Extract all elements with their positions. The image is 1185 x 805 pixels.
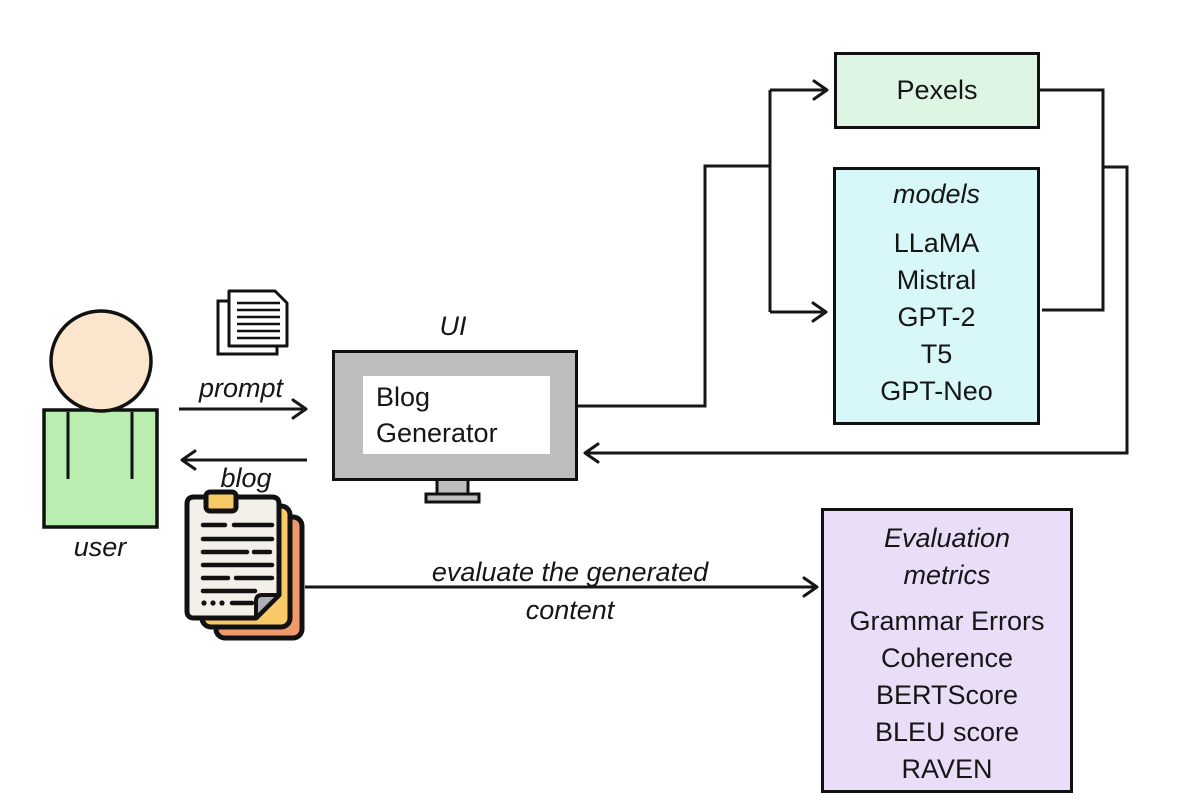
services-output-connector: [583, 88, 1129, 464]
metric-item: RAVEN: [901, 754, 993, 784]
model-item: GPT-Neo: [880, 376, 993, 406]
evaluation-metrics-list: Grammar Errors Coherence BERTScore BLEU …: [824, 603, 1070, 788]
metric-item: BLEU score: [874, 717, 1020, 747]
metric-item: Grammar Errors: [849, 606, 1045, 636]
model-item: T5: [920, 339, 953, 369]
user-figure-icon: [42, 309, 159, 529]
blog-generator-label: Blog Generator: [376, 382, 498, 448]
evaluate-arrow-label: evaluate the generated content: [431, 557, 709, 625]
model-item: GPT-2: [897, 302, 976, 332]
evaluation-metrics-title: Evaluation metrics: [883, 523, 1011, 590]
ui-to-services-connector: [578, 79, 829, 408]
prompt-arrow-label: prompt: [198, 373, 284, 403]
blog-arrow-label: blog: [220, 463, 272, 493]
evaluation-metrics-box: Evaluation metrics Grammar Errors Cohere…: [821, 508, 1073, 793]
models-box: models LLaMA Mistral GPT-2 T5 GPT-Neo: [833, 167, 1040, 425]
ui-monitor: Blog Generator: [332, 350, 578, 481]
monitor-stand: [424, 476, 481, 504]
metric-item: BERTScore: [875, 680, 1019, 710]
pexels-box: Pexels: [834, 52, 1040, 129]
prompt-arrow: [179, 398, 308, 420]
models-list: LLaMA Mistral GPT-2 T5 GPT-Neo: [836, 225, 1037, 410]
user-label: user: [73, 532, 127, 562]
model-item: LLaMA: [893, 228, 980, 258]
ui-label: UI: [439, 311, 467, 341]
metric-item: Coherence: [880, 643, 1014, 673]
model-item: Mistral: [896, 265, 977, 295]
models-title: models: [892, 179, 981, 209]
monitor-screen: Blog Generator: [363, 376, 550, 454]
evaluate-arrow: [305, 576, 819, 598]
blog-arrow: [180, 449, 307, 471]
blog-documents-icon: [184, 489, 305, 641]
pexels-label: Pexels: [896, 75, 978, 105]
prompt-documents-icon: [216, 289, 289, 356]
